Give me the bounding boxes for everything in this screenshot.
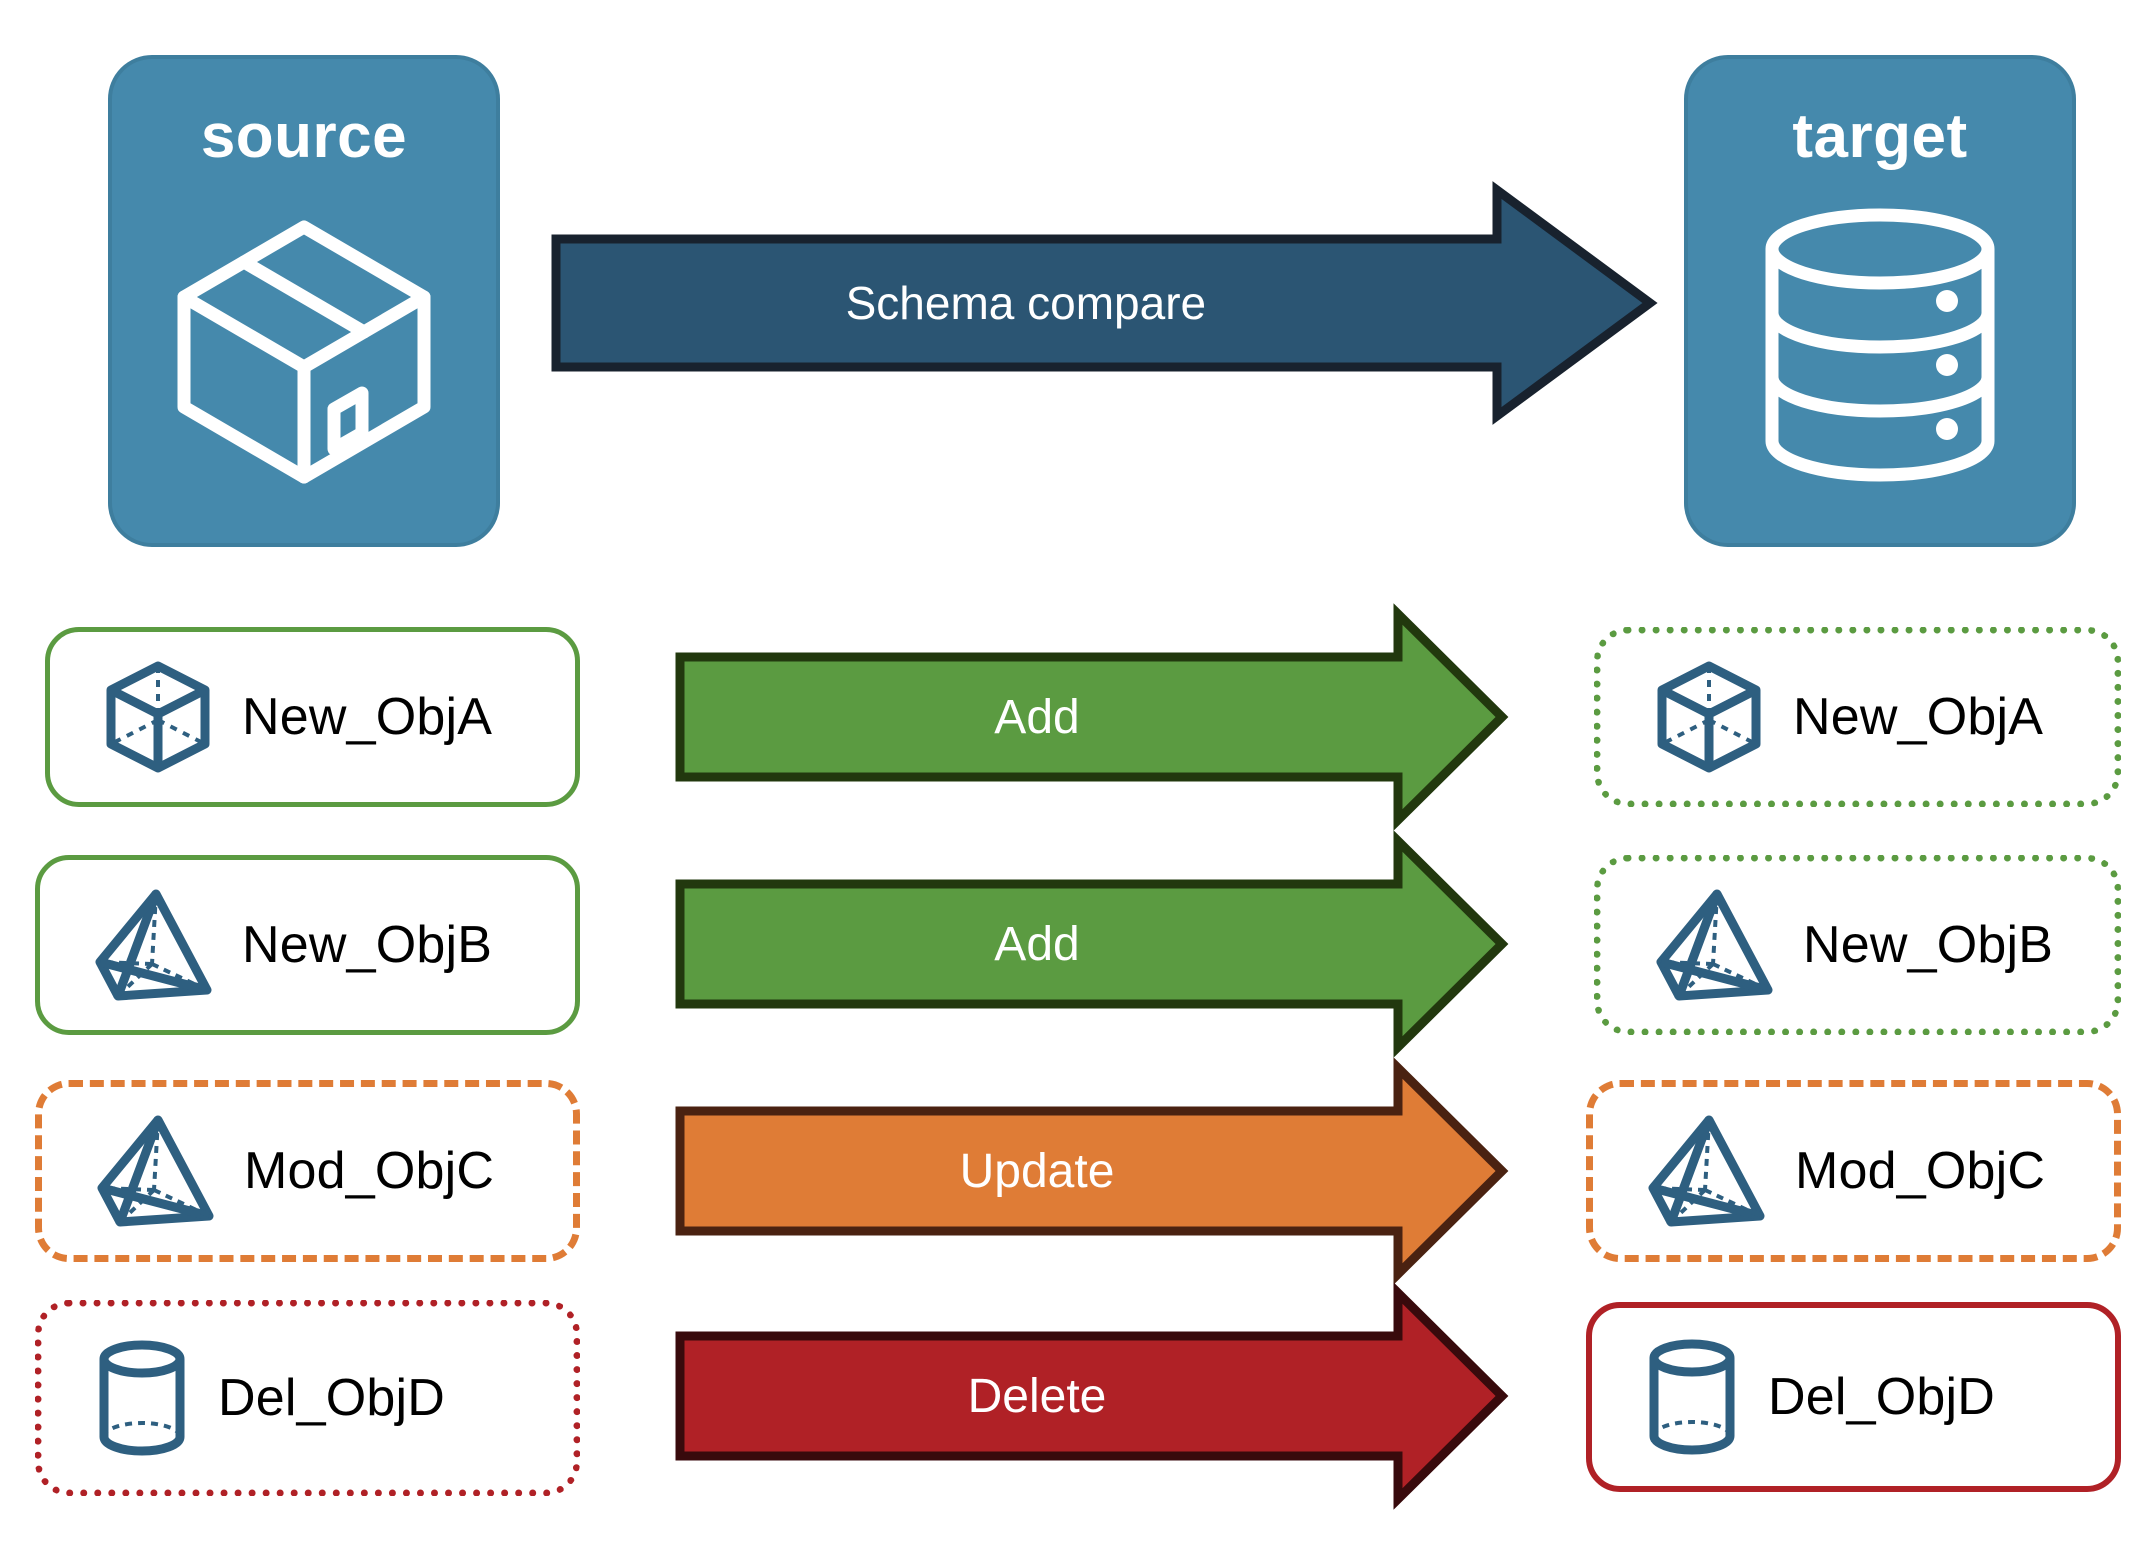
wireframe-pyramid-icon [96, 1112, 214, 1230]
source-chip-label: New_ObjA [242, 688, 493, 746]
update-arrow-label: Update [959, 1144, 1115, 1198]
add-arrow-1[interactable]: Add [675, 603, 1509, 831]
target-chip-label: Mod_ObjC [1795, 1142, 2046, 1200]
target-chip-new-obja[interactable]: New_ObjA [1594, 627, 2121, 807]
delete-arrow-label: Delete [967, 1369, 1107, 1423]
source-chip-mod-objc[interactable]: Mod_ObjC [35, 1080, 580, 1262]
source-chip-label: Del_ObjD [218, 1369, 446, 1427]
schema-compare-label: Schema compare [845, 277, 1207, 329]
target-chip-label: Del_ObjD [1768, 1368, 1996, 1426]
wireframe-cube-icon [1655, 659, 1763, 775]
target-chip-mod-objc[interactable]: Mod_ObjC [1586, 1080, 2121, 1262]
target-endpoint-card[interactable]: target [1684, 55, 2076, 547]
target-chip-new-objb[interactable]: New_ObjB [1594, 855, 2121, 1035]
wireframe-pyramid-icon [1655, 886, 1773, 1004]
source-chip-new-objb[interactable]: New_ObjB [35, 855, 580, 1035]
source-chip-del-objd[interactable]: Del_ObjD [35, 1300, 580, 1496]
wireframe-pyramid-icon [94, 886, 212, 1004]
source-chip-label: New_ObjB [242, 916, 493, 974]
wireframe-cylinder-icon [96, 1337, 188, 1459]
target-chip-label: New_ObjA [1793, 688, 2044, 746]
add-arrow-label-1: Add [994, 690, 1080, 744]
database-cylinder-icon [1688, 208, 2072, 482]
target-chip-del-objd[interactable]: Del_ObjD [1586, 1302, 2121, 1492]
box-3d-icon [112, 209, 496, 484]
source-chip-label: Mod_ObjC [244, 1142, 495, 1200]
source-endpoint-card[interactable]: source [108, 55, 500, 547]
wireframe-cylinder-icon [1646, 1336, 1738, 1458]
add-arrow-2[interactable]: Add [675, 830, 1509, 1058]
add-arrow-label-2: Add [994, 917, 1080, 971]
wireframe-pyramid-icon [1647, 1112, 1765, 1230]
source-chip-new-obja[interactable]: New_ObjA [45, 627, 580, 807]
update-arrow[interactable]: Update [675, 1057, 1509, 1285]
delete-arrow[interactable]: Delete [675, 1282, 1509, 1510]
target-chip-label: New_ObjB [1803, 916, 2054, 974]
source-title: source [200, 102, 408, 171]
schema-compare-arrow[interactable]: Schema compare [551, 181, 1658, 425]
wireframe-cube-icon [104, 659, 212, 775]
target-title: target [1792, 102, 1968, 171]
